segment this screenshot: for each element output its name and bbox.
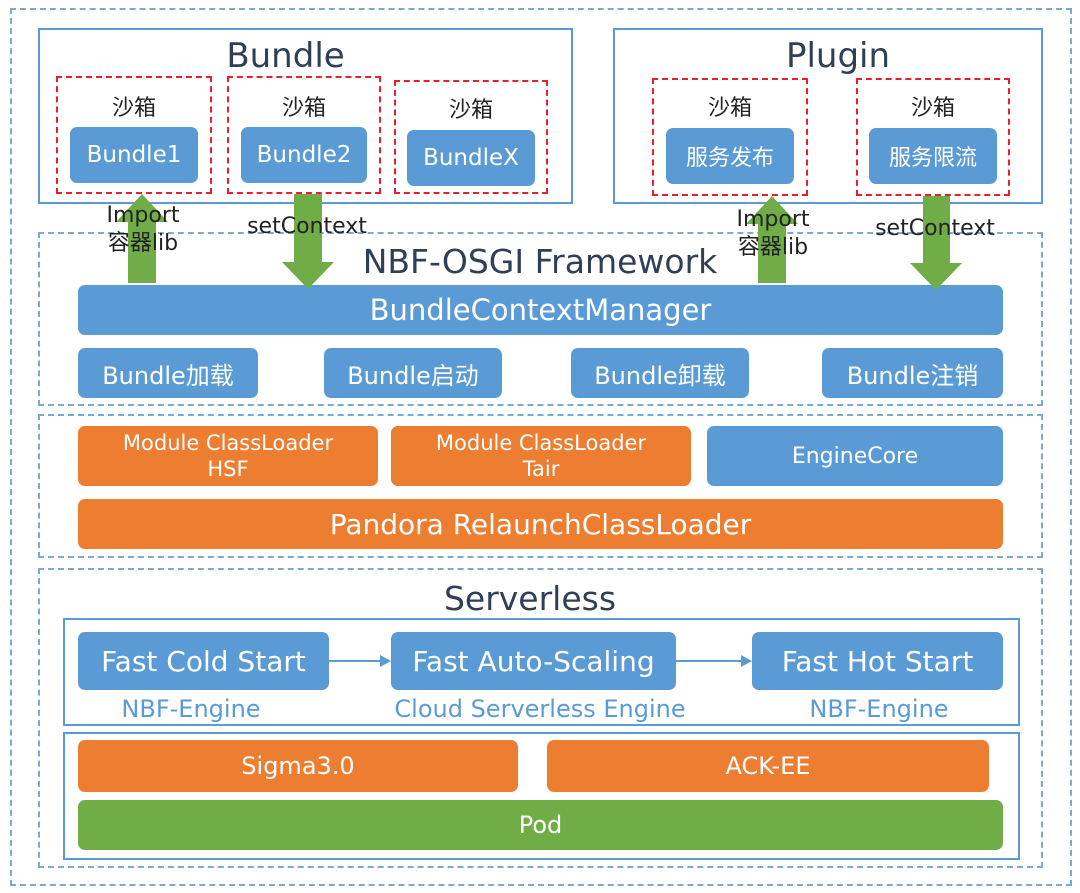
service-ratelimit-box: 服务限流 (869, 128, 997, 184)
setcontext-down-arrow-plugin (910, 196, 962, 290)
sandbox-label: 沙箱 (111, 96, 156, 121)
module-classloader-tair: Module ClassLoader Tair (391, 426, 691, 486)
ack-ee-box: ACK-EE (547, 740, 989, 792)
sigma-box: Sigma3.0 (78, 740, 518, 792)
sandbox-label: 沙箱 (707, 96, 752, 121)
fast-hot-start: Fast Hot Start (752, 632, 1003, 690)
infra-container (63, 732, 1020, 860)
bundle-title: Bundle (226, 36, 345, 76)
outer-frame (10, 8, 1072, 886)
serverless-title: Serverless (443, 579, 617, 618)
framework-title: NBF-OSGI Framework (362, 242, 718, 281)
sandbox-publish (652, 78, 808, 196)
pandora-relaunch-classloader: Pandora RelaunchClassLoader (78, 499, 1003, 549)
classloader-section (38, 414, 1043, 558)
serverless-section (38, 568, 1043, 868)
bundle-context-manager: BundleContextManager (78, 285, 1003, 335)
sandbox-label: 沙箱 (281, 96, 326, 121)
fast-auto-scaling: Fast Auto-Scaling (391, 632, 676, 690)
sandbox-label: 沙箱 (910, 96, 955, 121)
engine-label-scaling: Cloud Serverless Engine (394, 695, 686, 723)
op-bundle-start: Bundle启动 (324, 348, 502, 398)
bundle2-box: Bundle2 (241, 127, 367, 183)
import-label-line2: 容器lib (107, 231, 179, 256)
plugin-title: Plugin (785, 36, 891, 76)
op-bundle-load: Bundle加载 (78, 348, 258, 398)
stages-container (63, 618, 1020, 726)
sandbox-ratelimit (856, 78, 1010, 196)
fast-cold-start: Fast Cold Start (78, 632, 329, 690)
import-label-bundle: Import 容器lib (88, 202, 198, 258)
arrow-scaling-to-hot (676, 655, 752, 667)
engine-label-hot: NBF-Engine (809, 695, 949, 723)
import-label-plugin: Import 容器lib (718, 206, 828, 262)
engine-core: EngineCore (707, 426, 1003, 486)
tair-line2: Tair (522, 457, 560, 481)
tair-line1: Module ClassLoader (435, 431, 647, 455)
sandbox-bundlex (394, 80, 548, 194)
engine-label-cold: NBF-Engine (121, 695, 261, 723)
setcontext-label-plugin: setContext (875, 216, 995, 241)
pod-bar: Pod (78, 800, 1003, 850)
setcontext-label-bundle: setContext (247, 214, 367, 239)
module-classloader-hsf: Module ClassLoader HSF (78, 426, 378, 486)
import-up-arrow-bundle (116, 194, 168, 283)
sandbox-bundle2 (227, 76, 381, 194)
import-up-arrow-plugin (746, 196, 798, 283)
sandbox-bundle1 (56, 76, 212, 194)
plugin-container (613, 28, 1043, 204)
arrow-cold-to-scaling (329, 655, 391, 667)
service-publish-box: 服务发布 (666, 128, 794, 184)
op-bundle-unregister: Bundle注销 (822, 348, 1003, 398)
bundlex-box: BundleX (407, 130, 535, 186)
bundle1-box: Bundle1 (70, 127, 198, 183)
hsf-line2: HSF (207, 457, 249, 481)
import-label-line1: Import (106, 203, 180, 228)
framework-section (38, 232, 1043, 406)
op-bundle-uninstall: Bundle卸载 (571, 348, 749, 398)
sandbox-label: 沙箱 (448, 98, 493, 123)
import-label-line1: Import (736, 207, 810, 232)
hsf-line1: Module ClassLoader (122, 431, 334, 455)
setcontext-down-arrow-bundle (282, 194, 334, 289)
import-label-line2: 容器lib (737, 235, 809, 260)
